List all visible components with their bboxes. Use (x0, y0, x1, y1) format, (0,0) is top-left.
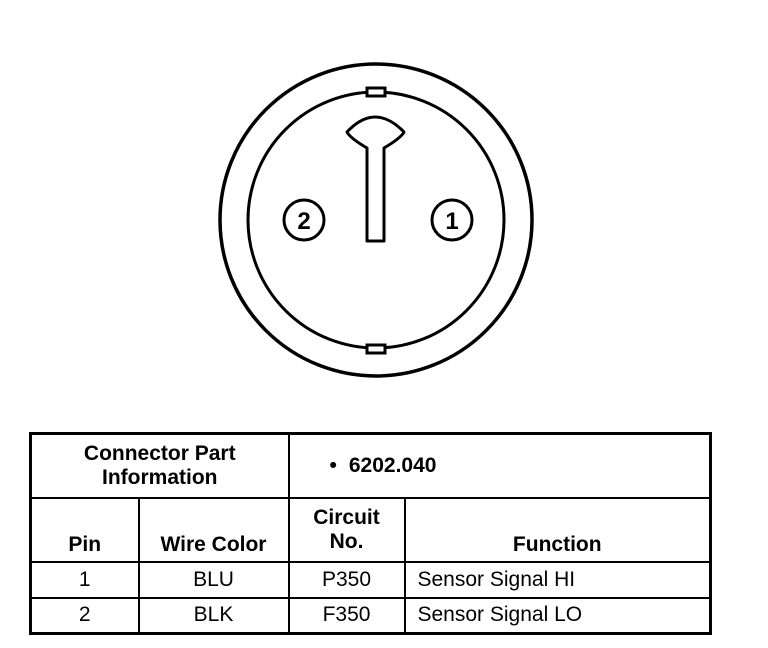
connector-face-diagram: 2 1 (218, 62, 534, 378)
connector-part-row: Connector Part Information • 6202.040 (29, 432, 712, 499)
connector-part-number-cell: • 6202.040 (287, 432, 712, 499)
column-header-row: Pin Wire Color Circuit No. Function (29, 496, 712, 563)
pin-1-circle (430, 198, 474, 242)
connector-key-tab-top (365, 86, 387, 98)
pin-1-label: 1 (445, 208, 458, 235)
row-2-pin: 2 (29, 596, 140, 635)
row-2-function: Sensor Signal LO (403, 596, 712, 635)
header-pin: Pin (29, 496, 140, 563)
connector-outer-ring (218, 62, 534, 378)
row-1-pin: 1 (29, 560, 140, 599)
pin-1-terminal: 1 (430, 198, 474, 242)
pin-2-terminal: 2 (282, 198, 326, 242)
header-wire-color: Wire Color (137, 496, 290, 563)
connector-part-label-line1: Connector Part (83, 441, 236, 465)
connector-pinout-table: Connector Part Information • 6202.040 Pin… (29, 432, 712, 635)
part-bullet: • (329, 453, 337, 477)
header-circuit-no: Circuit No. (287, 496, 406, 563)
row-2-circuit: F350 (287, 596, 406, 635)
connector-key-tab-bottom (365, 343, 387, 355)
pin-2-circle (282, 198, 326, 242)
header-circuit-line1: Circuit (313, 505, 380, 529)
header-function: Function (403, 496, 712, 563)
row-1-circuit: P350 (287, 560, 406, 599)
row-1-wire-color: BLU (137, 560, 290, 599)
header-circuit-line2: No. (329, 529, 364, 553)
connector-part-label-cell: Connector Part Information (29, 432, 290, 499)
table-row: 2 BLK F350 Sensor Signal LO (29, 596, 712, 635)
connector-part-number: 6202.040 (348, 453, 437, 477)
table-row: 1 BLU P350 Sensor Signal HI (29, 560, 712, 599)
row-1-function: Sensor Signal HI (403, 560, 712, 599)
pin-2-label: 2 (297, 208, 310, 235)
row-2-wire-color: BLK (137, 596, 290, 635)
connector-part-label-line2: Information (102, 465, 218, 489)
polarizing-key-slot (345, 115, 406, 243)
